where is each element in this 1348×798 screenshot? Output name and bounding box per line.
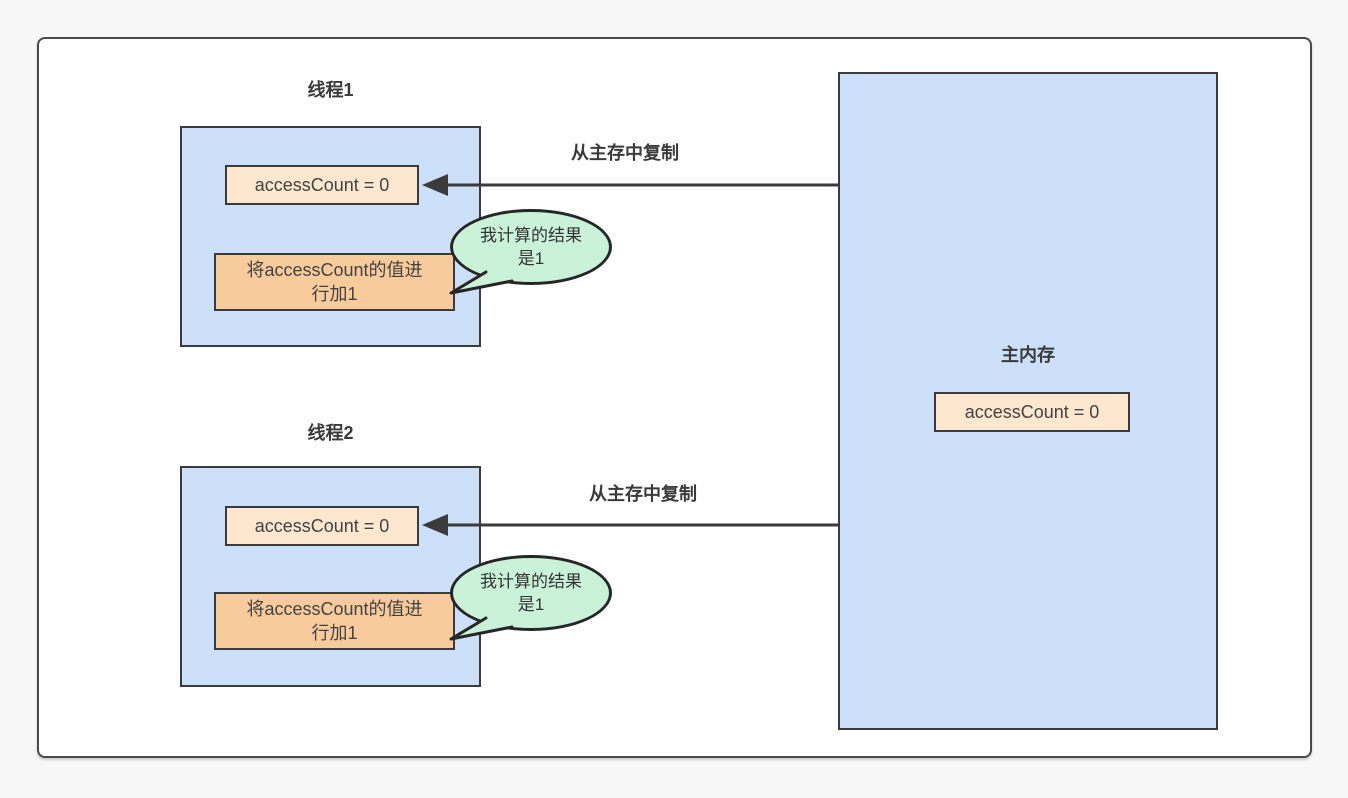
thread1-access-count-value: accessCount = 0 (254, 175, 390, 195)
thread1-title: 线程1 (307, 80, 354, 100)
thread2-access-count-box: accessCount = 0 (225, 506, 419, 546)
thread1-box (180, 126, 481, 347)
thread1-operation-line2: 行加1 (311, 284, 358, 304)
thread2-copy-arrow-label: 从主存中复制 (589, 484, 697, 504)
thread2-operation-box: 将accessCount的值进 行加1 (214, 592, 455, 650)
thread1-operation-box: 将accessCount的值进 行加1 (214, 253, 455, 311)
thread2-access-count-value: accessCount = 0 (254, 516, 390, 536)
thread1-access-count-box: accessCount = 0 (225, 165, 419, 205)
thread1-speech-bubble: 我计算的结果 是1 (450, 209, 612, 285)
thread2-operation-line2: 行加1 (311, 623, 358, 643)
main-memory-title: 主内存 (1001, 345, 1055, 365)
thread1-operation-line1: 将accessCount的值进 (246, 260, 423, 280)
main-memory-access-count-box: accessCount = 0 (934, 392, 1130, 432)
thread2-bubble-line2: 是1 (517, 595, 545, 614)
thread2-operation-line1: 将accessCount的值进 (246, 599, 423, 619)
thread1-bubble-line2: 是1 (517, 249, 545, 268)
thread2-box (180, 466, 481, 687)
thread1-bubble-line1: 我计算的结果 (480, 226, 582, 245)
thread2-title: 线程2 (307, 423, 354, 443)
main-memory-access-count-value: accessCount = 0 (964, 402, 1100, 422)
thread2-speech-bubble: 我计算的结果 是1 (450, 555, 612, 631)
thread1-copy-arrow-label: 从主存中复制 (571, 143, 679, 163)
thread2-bubble-line1: 我计算的结果 (480, 572, 582, 591)
